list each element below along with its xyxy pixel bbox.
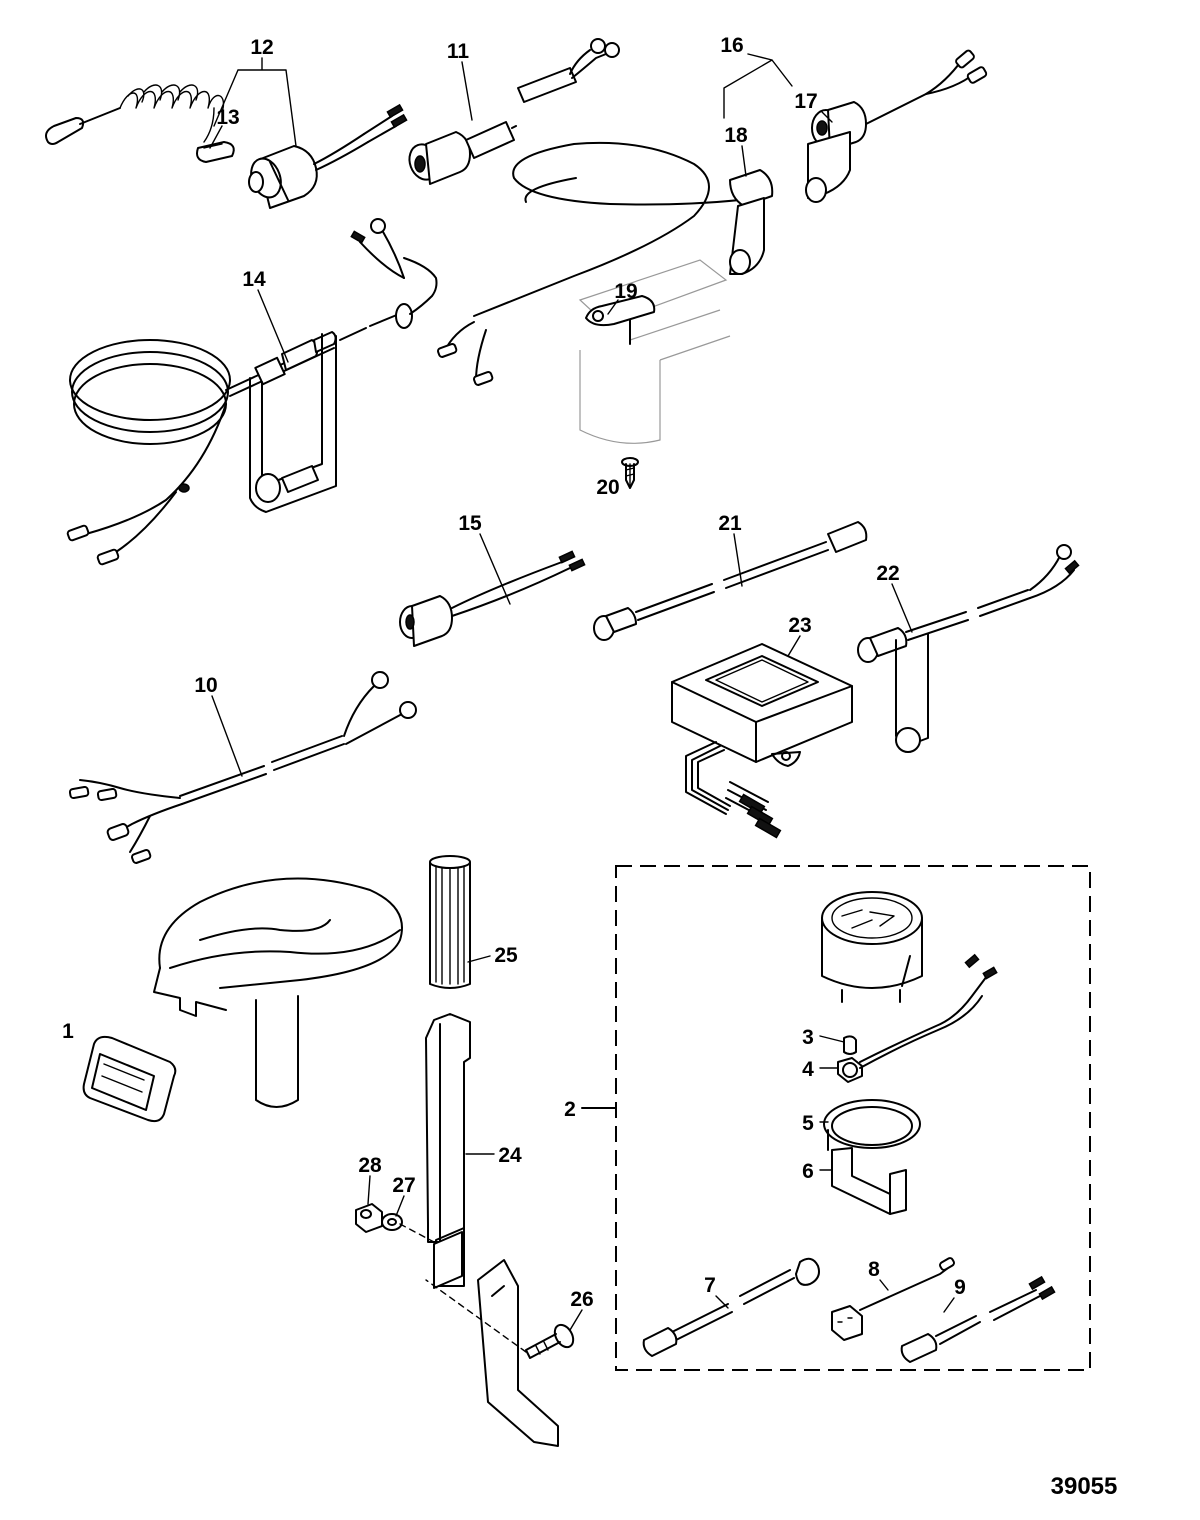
part-4-socket-harness xyxy=(837,953,998,1083)
callout-13: 13 xyxy=(216,106,239,129)
callout-10: 10 xyxy=(194,674,217,697)
callout-17: 17 xyxy=(794,90,817,113)
part-11-switch-harness xyxy=(408,38,620,185)
callout-1: 1 xyxy=(62,1020,74,1043)
part-17-switch-bracket xyxy=(805,49,988,203)
part-6-bracket xyxy=(831,1147,907,1215)
callout-5: 5 xyxy=(802,1112,814,1135)
callout-4: 4 xyxy=(802,1058,814,1081)
callout-18: 18 xyxy=(724,124,748,147)
callout-14: 14 xyxy=(242,268,266,291)
callout-24: 24 xyxy=(498,1144,522,1167)
part-19-clamp xyxy=(578,259,731,444)
callout-3: 3 xyxy=(802,1026,814,1049)
part-25-grip-sleeve xyxy=(429,855,471,989)
callout-9: 9 xyxy=(954,1276,966,1299)
kit-2-boundary xyxy=(615,865,1091,1371)
callout-2: 2 xyxy=(564,1098,576,1121)
part-14-coiled-cable-bracket xyxy=(66,218,438,566)
part-28-nut xyxy=(355,1203,383,1233)
part-21-extension-cable xyxy=(593,521,868,641)
callout-6: 6 xyxy=(802,1160,814,1183)
callout-27: 27 xyxy=(392,1174,415,1197)
callout-25: 25 xyxy=(494,944,518,967)
part-18-cable-bracket xyxy=(437,141,774,386)
callout-12: 12 xyxy=(250,36,273,59)
part-2-gauge xyxy=(821,891,923,1003)
callout-labels: 1 2 3 4 5 6 7 8 9 10 11 12 13 14 15 16 1… xyxy=(62,34,966,1311)
leader-lines xyxy=(209,53,955,1331)
callout-15: 15 xyxy=(458,512,482,535)
callout-22: 22 xyxy=(876,562,899,585)
part-1-cowl-housing xyxy=(82,877,403,1123)
part-5-ring xyxy=(823,1099,921,1151)
callout-11: 11 xyxy=(447,40,470,63)
part-10-harness xyxy=(68,671,417,864)
part-23-control-module xyxy=(671,643,853,839)
part-8-plug-lead xyxy=(831,1257,955,1341)
part-9-harness xyxy=(900,1275,1056,1363)
callout-28: 28 xyxy=(358,1154,382,1177)
part-22-harness-bracket xyxy=(857,544,1080,753)
part-24-tiller-arm xyxy=(425,1013,471,1289)
callout-7: 7 xyxy=(704,1274,716,1297)
callout-21: 21 xyxy=(718,512,742,535)
part-27-washer xyxy=(381,1213,403,1231)
part-26-tiller-bracket xyxy=(477,1259,559,1447)
part-15-harness xyxy=(399,550,586,647)
part-26-bolt xyxy=(425,1279,575,1359)
part-7-harness xyxy=(642,1257,820,1357)
part-12-lanyard-stop-switch xyxy=(45,84,408,209)
part-3-bulb xyxy=(843,1035,857,1055)
callout-19: 19 xyxy=(614,280,637,303)
callout-26: 26 xyxy=(570,1288,593,1311)
callout-23: 23 xyxy=(788,614,811,637)
callout-20: 20 xyxy=(596,476,619,499)
callout-8: 8 xyxy=(868,1258,880,1281)
callout-16: 16 xyxy=(720,34,743,57)
figure-number: 39055 xyxy=(1051,1473,1118,1500)
